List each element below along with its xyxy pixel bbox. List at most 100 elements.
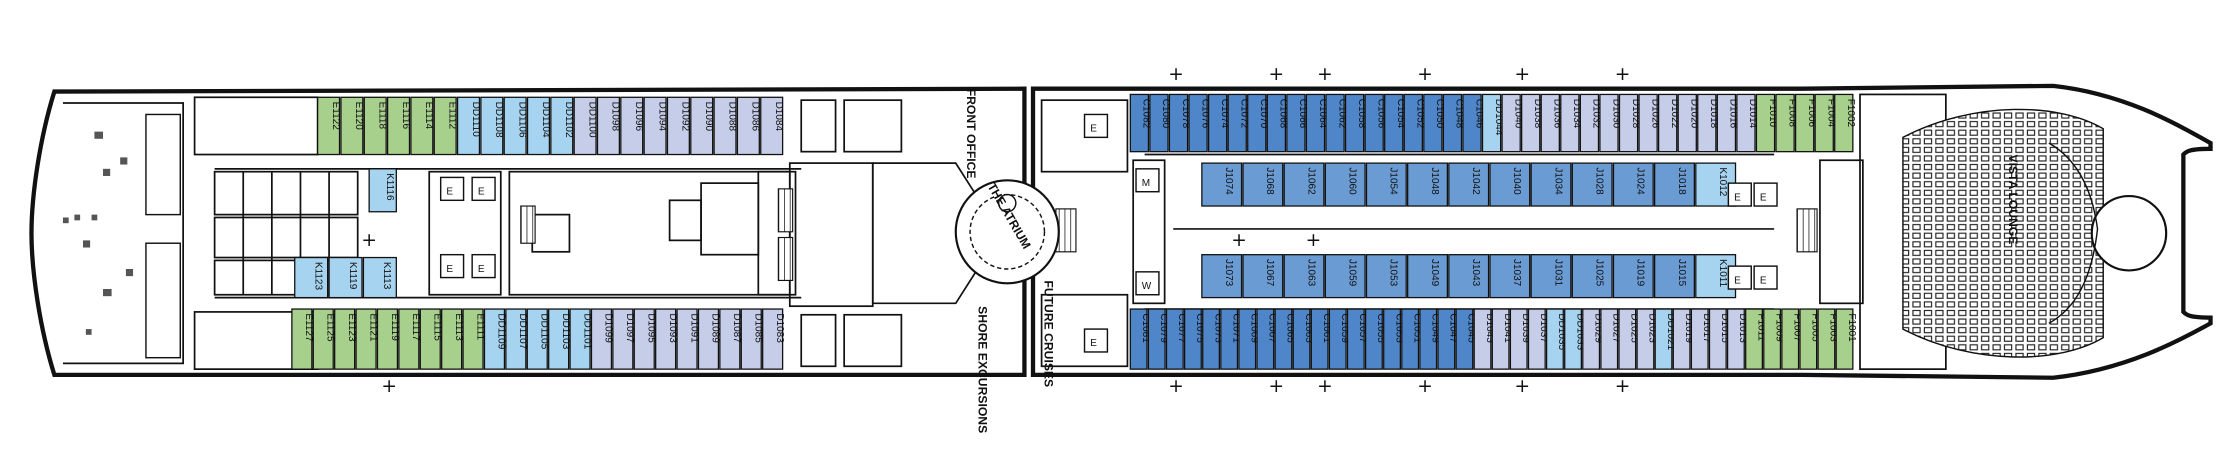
cabin[interactable]: D1016 [1716, 93, 1739, 153]
cabin[interactable]: C1078 [1168, 93, 1191, 153]
cabin[interactable]: D1013 [1726, 308, 1749, 370]
cabin[interactable]: C1074 [1207, 93, 1230, 153]
cabin[interactable]: F1006 [1794, 93, 1817, 153]
cabin[interactable]: J1043 [1448, 254, 1490, 299]
cabin[interactable]: J1049 [1407, 254, 1449, 299]
cabin[interactable]: C1082 [1129, 93, 1152, 153]
cabin[interactable]: J1018 [1653, 162, 1696, 207]
cabin[interactable]: C1047 [1437, 308, 1459, 370]
cabin[interactable]: E1125 [312, 308, 336, 370]
cabin[interactable]: DD1106 [503, 96, 527, 156]
cabin[interactable]: E1113 [441, 308, 464, 370]
cabin[interactable]: D1023 [1636, 308, 1658, 370]
cabin[interactable]: C1045 [1455, 308, 1477, 370]
cabin[interactable]: D1032 [1579, 93, 1602, 153]
cabin[interactable]: K1119 [328, 256, 363, 299]
cabin[interactable]: D1027 [1600, 308, 1622, 370]
cabin[interactable]: J1034 [1530, 162, 1572, 207]
cabin[interactable]: D1022 [1657, 93, 1680, 153]
cabin[interactable]: C1075 [1183, 308, 1206, 370]
cabin[interactable]: C1080 [1149, 93, 1171, 153]
cabin[interactable]: E1120 [340, 96, 364, 156]
cabin[interactable]: C1077 [1165, 308, 1188, 370]
cabin[interactable]: J1042 [1448, 162, 1490, 207]
cabin[interactable]: D1026 [1638, 93, 1660, 153]
cabin[interactable]: C1081 [1129, 308, 1151, 370]
cabin[interactable]: D1040 [1501, 93, 1523, 153]
cabin[interactable]: D1085 [740, 308, 764, 370]
cabin[interactable]: J1063 [1283, 254, 1325, 299]
cabin[interactable]: D1034 [1560, 93, 1582, 153]
cabin[interactable]: C1059 [1328, 308, 1350, 370]
cabin[interactable]: J1074 [1201, 162, 1243, 207]
cabin[interactable]: E1111 [462, 308, 485, 370]
cabin[interactable]: C1068 [1266, 93, 1289, 153]
cabin[interactable]: D1019 [1672, 308, 1694, 370]
cabin[interactable]: D1038 [1520, 93, 1543, 153]
cabin[interactable]: C1051 [1401, 308, 1423, 370]
cabin[interactable]: D1086 [736, 96, 761, 156]
cabin[interactable]: D1083 [762, 308, 785, 370]
cabin[interactable]: D1014 [1736, 93, 1758, 153]
cabin[interactable]: D1094 [643, 96, 667, 156]
cabin[interactable]: E1123 [334, 308, 357, 370]
cabin[interactable]: DD1102 [550, 96, 574, 156]
cabin[interactable]: J1037 [1489, 254, 1531, 299]
cabin[interactable]: C1073 [1202, 308, 1224, 370]
cabin[interactable]: J1019 [1612, 254, 1654, 299]
cabin[interactable]: E1112 [433, 96, 457, 156]
cabin[interactable]: J1031 [1530, 254, 1572, 299]
cabin[interactable]: D1098 [596, 96, 621, 156]
cabin[interactable]: D1015 [1708, 308, 1730, 370]
cabin[interactable]: E1122 [316, 96, 341, 156]
cabin[interactable]: E1116 [386, 96, 411, 156]
cabin[interactable]: F1007 [1781, 308, 1803, 370]
cabin[interactable]: F1010 [1755, 93, 1778, 153]
cabin[interactable]: F1004 [1814, 93, 1837, 153]
cabin[interactable]: J1060 [1324, 162, 1366, 207]
cabin[interactable]: C1057 [1346, 308, 1368, 370]
cabin[interactable]: F1003 [1817, 308, 1839, 370]
cabin[interactable]: E1121 [355, 308, 378, 370]
cabin[interactable]: F1008 [1775, 93, 1797, 153]
cabin[interactable]: D1087 [719, 308, 742, 370]
cabin[interactable]: D1018 [1697, 93, 1719, 153]
cabin[interactable]: J1040 [1489, 162, 1531, 207]
cabin[interactable]: F1002 [1834, 93, 1856, 153]
cabin[interactable]: J1054 [1365, 162, 1407, 207]
cabin[interactable]: C1076 [1188, 93, 1210, 153]
cabin[interactable]: J1025 [1571, 254, 1613, 299]
cabin[interactable]: C1064 [1305, 93, 1328, 153]
cabin[interactable]: F1005 [1799, 308, 1821, 370]
cabin[interactable]: D1089 [697, 308, 721, 370]
cabin[interactable]: K1116 [368, 168, 397, 213]
cabin[interactable]: D1025 [1618, 308, 1640, 370]
cabin[interactable]: J1062 [1283, 162, 1325, 207]
cabin[interactable]: F1001 [1835, 308, 1857, 370]
cabin[interactable]: D1093 [655, 308, 678, 370]
cabin[interactable]: D1029 [1582, 308, 1604, 370]
cabin[interactable]: C1058 [1344, 93, 1367, 153]
cabin[interactable]: F1009 [1763, 308, 1785, 370]
cabin[interactable]: C1054 [1384, 93, 1406, 153]
cabin[interactable]: C1056 [1364, 93, 1386, 153]
cabin[interactable]: D1028 [1618, 93, 1641, 153]
cabin[interactable]: C1062 [1325, 93, 1347, 153]
cabin[interactable]: C1049 [1419, 308, 1441, 370]
cabin[interactable]: DD1101 [569, 308, 592, 370]
cabin[interactable]: DD1044 [1481, 93, 1504, 153]
cabin[interactable]: C1079 [1147, 308, 1169, 370]
cabin[interactable]: D1091 [676, 308, 699, 370]
cabin[interactable]: K1123 [294, 256, 329, 299]
cabin[interactable]: C1048 [1442, 93, 1465, 153]
cabin[interactable]: D1095 [633, 308, 657, 370]
cabin[interactable]: DD1021 [1654, 308, 1676, 370]
cabin[interactable]: F1011 [1745, 308, 1767, 370]
cabin[interactable]: D1096 [620, 96, 644, 156]
cabin[interactable]: DD1105 [526, 308, 550, 370]
cabin[interactable]: C1065 [1274, 308, 1296, 370]
cabin[interactable]: C1067 [1256, 308, 1278, 370]
cabin[interactable]: J1068 [1242, 162, 1284, 207]
cabin[interactable]: E1115 [419, 308, 443, 370]
cabin[interactable]: D1020 [1677, 93, 1700, 153]
